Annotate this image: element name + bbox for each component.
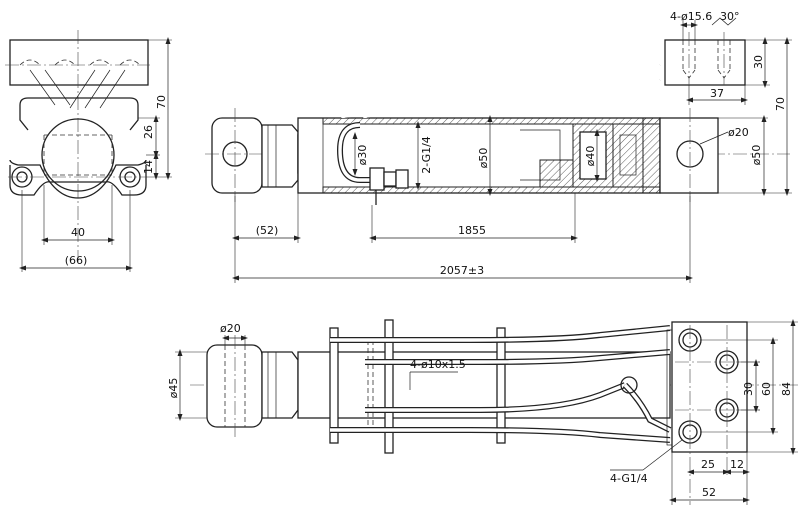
port-angle-dim: 30° <box>720 10 740 23</box>
end-height-70: 70 <box>155 95 168 109</box>
end-offset-26: 26 <box>142 125 155 139</box>
stroke-length: 1855 <box>458 224 486 237</box>
bottom-clip-dim: 4-ø10x1.5 <box>410 358 466 371</box>
end-view: 70 26 14 40 (66) <box>5 30 172 272</box>
pin-hole-dim: ø20 <box>728 126 749 139</box>
side-dia-50: ø50 <box>750 145 763 166</box>
overall-length: 2057±3 <box>440 264 484 277</box>
top-view: ø20 ø45 4-ø10x1.5 30 60 84 4-G1/4 25 12 … <box>167 319 800 505</box>
end-bottom-14: 14 <box>142 160 155 174</box>
end-overall-66: (66) <box>65 254 88 267</box>
port-thread-dim: 2-G1/4 <box>420 136 433 174</box>
rod-dia-30: ø30 <box>356 145 369 166</box>
port-length-37: 37 <box>710 87 724 100</box>
end-length-52: (52) <box>256 224 279 237</box>
port-width-30: 30 <box>752 55 765 69</box>
port-hole-dim: 4-ø15.6 <box>670 10 712 23</box>
end-width-40: 40 <box>71 226 85 239</box>
block-dim-12: 12 <box>730 458 744 471</box>
bottom-pin-dia: ø20 <box>220 322 241 335</box>
block-dim-84: 84 <box>780 382 793 396</box>
barrel-dia-50: ø50 <box>477 148 490 169</box>
block-dim-30: 30 <box>742 382 755 396</box>
side-section-view: 4-ø15.6 30° 30 37 70 ø20 ø50 ø30 2-G1/4 … <box>205 10 792 283</box>
block-dim-60: 60 <box>760 382 773 396</box>
piston-dia-40: ø40 <box>584 146 597 167</box>
block-dim-52: 52 <box>702 486 716 499</box>
side-height-70: 70 <box>774 97 787 111</box>
block-dim-25: 25 <box>701 458 715 471</box>
bottom-eye-dia: ø45 <box>167 378 180 399</box>
bottom-ports-dim: 4-G1/4 <box>610 472 648 485</box>
